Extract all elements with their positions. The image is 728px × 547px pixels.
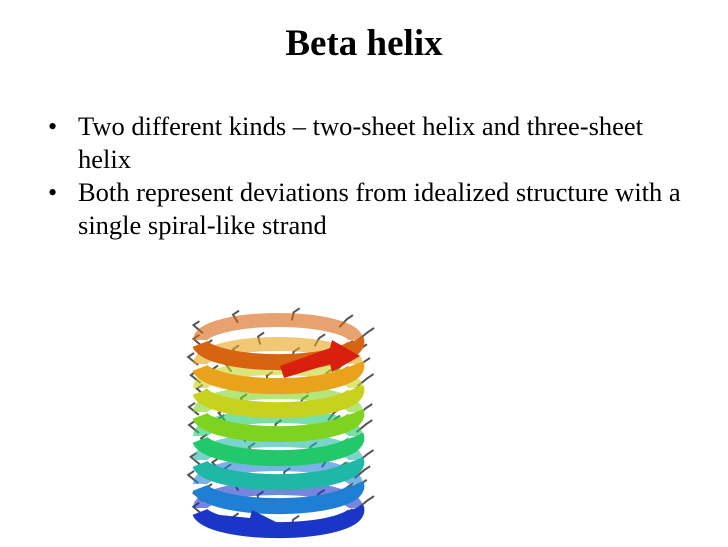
ribbon-front-icon xyxy=(192,433,365,467)
slide-title: Beta helix xyxy=(285,23,443,64)
ribbon-back-icon xyxy=(193,313,363,342)
ribbon-front-icon xyxy=(192,457,365,491)
bullet-dot-icon: • xyxy=(48,112,58,141)
bullet-item: • Two different kinds – two-sheet helix … xyxy=(48,110,688,176)
beta-helix-icon xyxy=(186,307,375,539)
bullet-dot-icon: • xyxy=(48,178,58,207)
sidechain-icon xyxy=(187,402,200,416)
ribbon-front-icon xyxy=(192,481,365,515)
bullet-item: • Both represent deviations from idealiz… xyxy=(48,176,688,242)
strand-arrow-icon xyxy=(280,340,360,378)
ribbon-front-icon xyxy=(192,385,365,419)
ribbon-front-icon xyxy=(192,337,365,371)
ribbon-front-icon xyxy=(192,361,365,395)
bullet-text: Two different kinds – two-sheet helix an… xyxy=(78,111,644,174)
bullet-list: • Two different kinds – two-sheet helix … xyxy=(48,110,688,242)
bullet-text: Both represent deviations from idealized… xyxy=(78,177,681,240)
ribbon-front-icon xyxy=(192,409,365,443)
strand-tail-icon xyxy=(210,510,280,536)
beta-helix-figure xyxy=(180,278,380,542)
